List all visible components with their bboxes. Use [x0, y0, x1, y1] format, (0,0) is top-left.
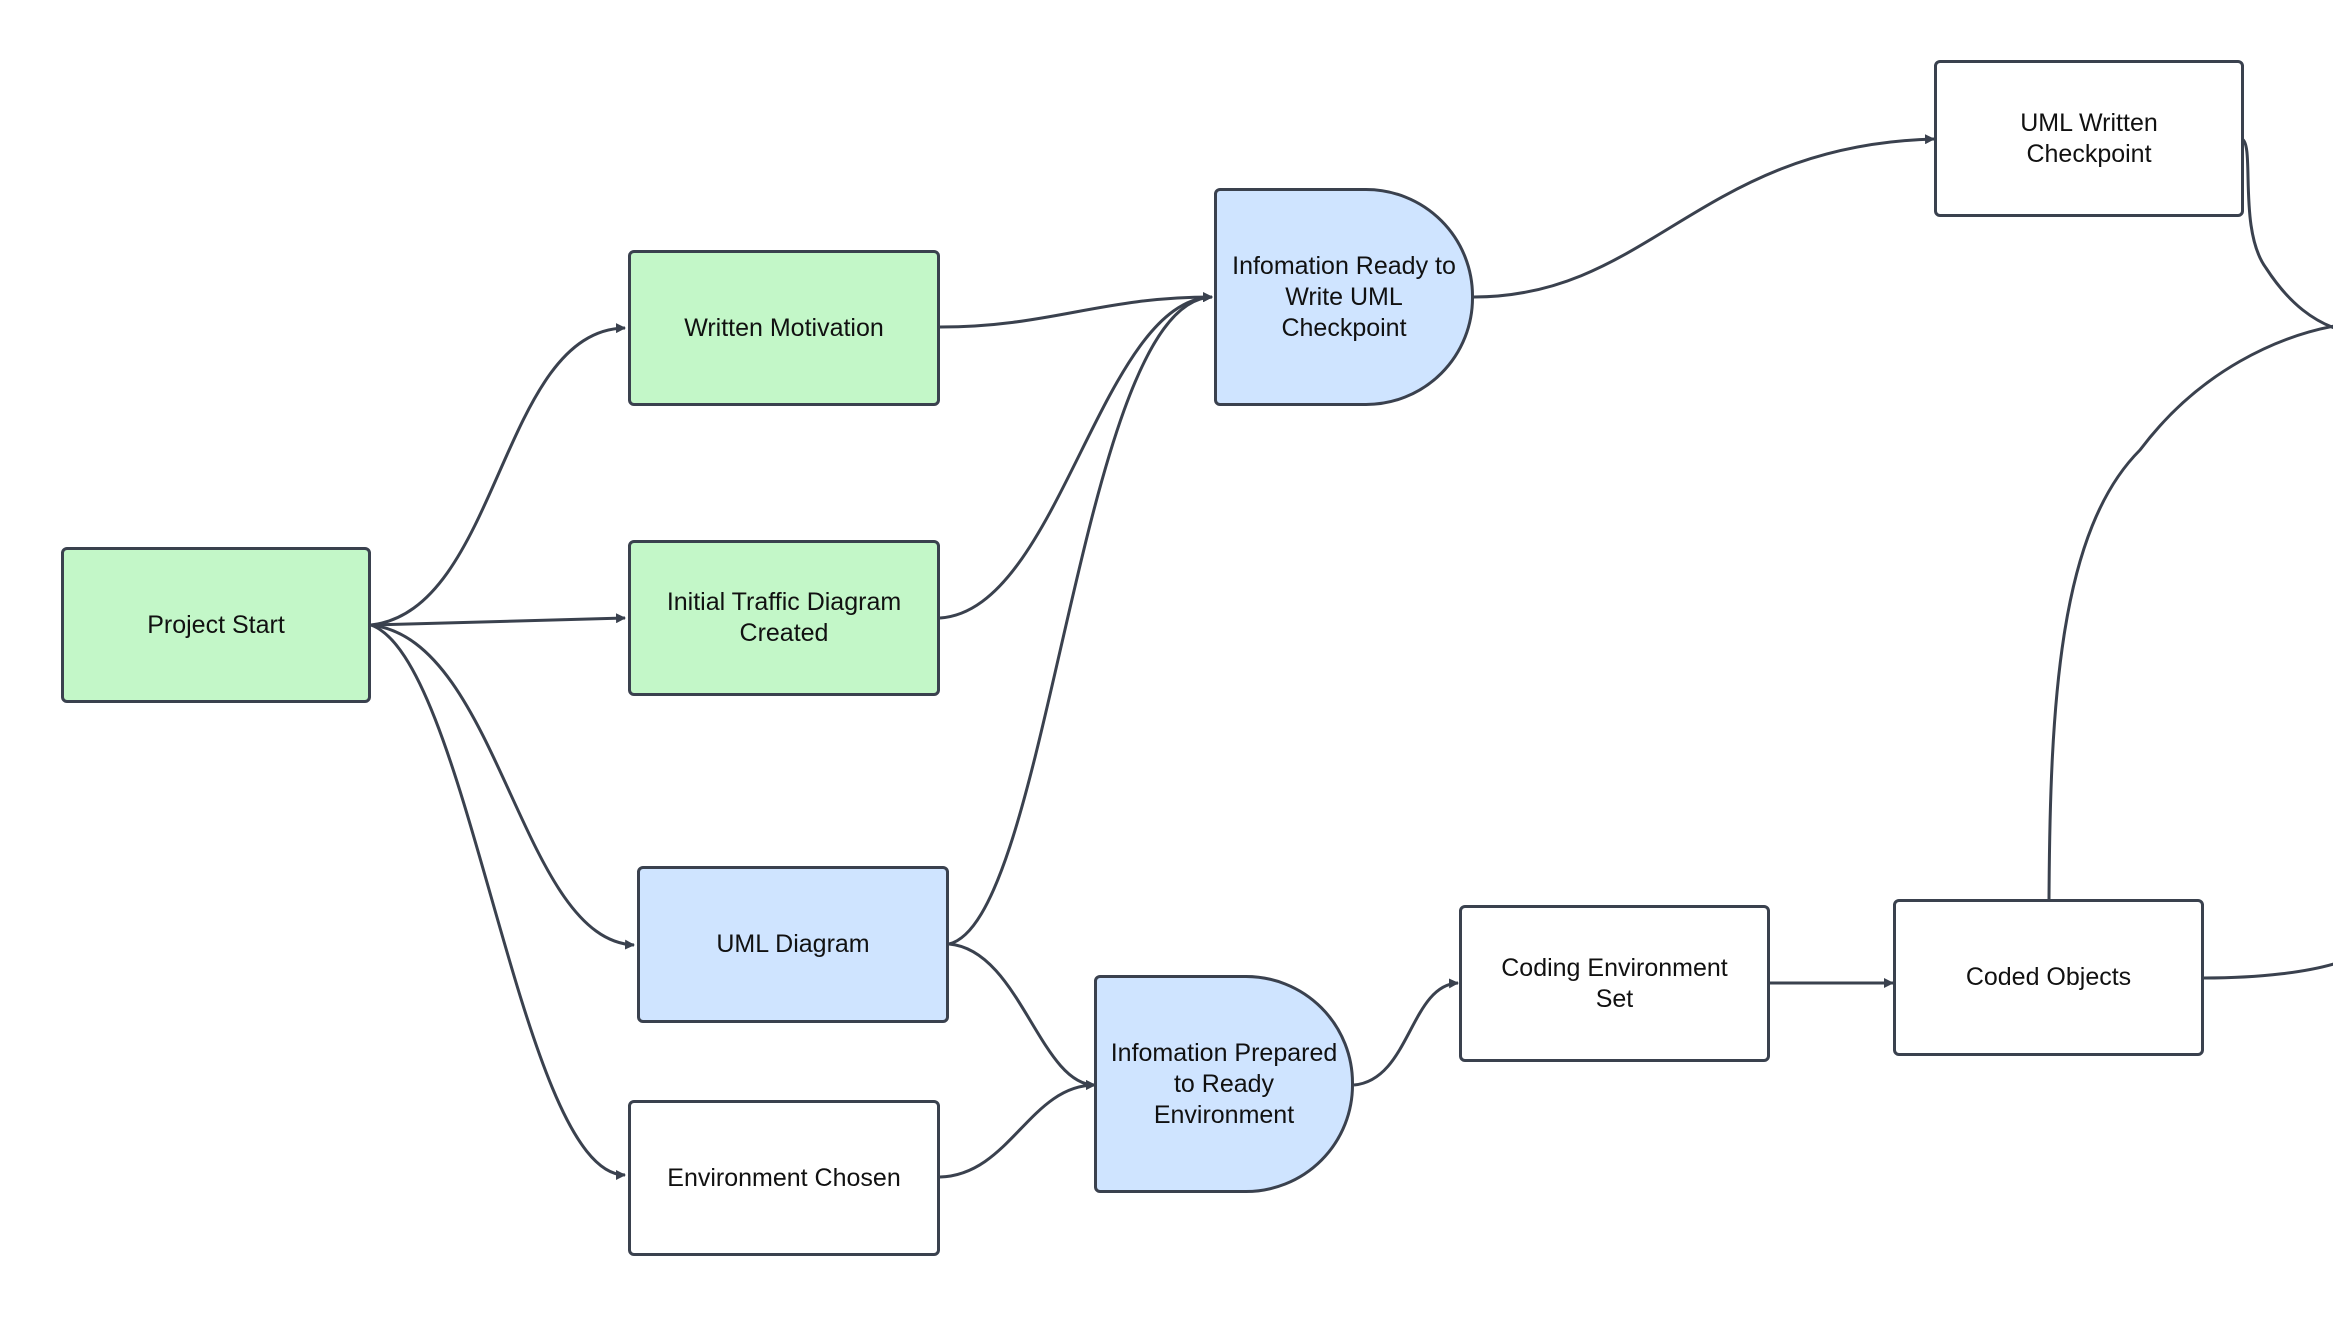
- edge-written-motivation-to-info-ready: [939, 292, 1213, 329]
- node-label: UML Diagram: [716, 930, 870, 958]
- edge-environment-chosen-to-info-prepared: [939, 1080, 1096, 1179]
- node-label: Project Start: [147, 610, 285, 639]
- node-label: Coding Environment Set: [1501, 953, 1728, 1013]
- node-label: Environment Chosen: [667, 1163, 901, 1192]
- edge-uml-diagram-to-info-ready: [948, 292, 1213, 946]
- node-label: Infomation Ready to Write UML Checkpoint: [1232, 251, 1456, 342]
- edge-info-ready-to-uml-written: [1473, 134, 1935, 299]
- node-written-motivation[interactable]: Written Motivation: [628, 250, 940, 406]
- edge-info-prepared-to-coding-env: [1353, 978, 1459, 1087]
- edge-project-start-to-written-motivation: [370, 323, 626, 627]
- node-label: Coded Objects: [1965, 963, 2132, 991]
- node-label: Written Motivation: [684, 313, 884, 342]
- node-label: Infomation Prepared to Ready Environment: [1110, 1038, 1338, 1129]
- node-label: UML Written Checkpoint: [2020, 108, 2158, 168]
- node-label: Initial Traffic Diagram Created: [666, 588, 902, 647]
- edge-project-start-to-initial-traffic: [370, 613, 626, 627]
- node-information-prepared-environment[interactable]: Infomation Prepared to Ready Environment: [1094, 975, 1354, 1193]
- edge-coded-objects-up-offscreen: [2047, 324, 2333, 902]
- edge-coded-objects-right-offscreen: [2203, 962, 2333, 980]
- node-coding-environment-set[interactable]: Coding Environment Set: [1459, 905, 1770, 1062]
- edge-project-start-to-environment-chosen: [370, 623, 626, 1180]
- node-initial-traffic-diagram-created[interactable]: Initial Traffic Diagram Created: [628, 540, 940, 696]
- node-uml-written-checkpoint[interactable]: UML Written Checkpoint: [1934, 60, 2244, 217]
- edge-uml-diagram-to-info-prepared: [948, 942, 1096, 1090]
- node-information-ready-uml-checkpoint[interactable]: Infomation Ready to Write UML Checkpoint: [1214, 188, 1474, 406]
- node-coded-objects[interactable]: Coded Objects: [1893, 899, 2204, 1056]
- edge-initial-traffic-to-info-ready: [939, 292, 1213, 620]
- edge-project-start-to-uml-diagram: [370, 623, 635, 950]
- node-environment-chosen[interactable]: Environment Chosen: [628, 1100, 940, 1256]
- node-project-start[interactable]: Project Start: [61, 547, 371, 703]
- node-uml-diagram[interactable]: UML Diagram: [637, 866, 949, 1023]
- edge-uml-written-offscreen: [2240, 137, 2333, 330]
